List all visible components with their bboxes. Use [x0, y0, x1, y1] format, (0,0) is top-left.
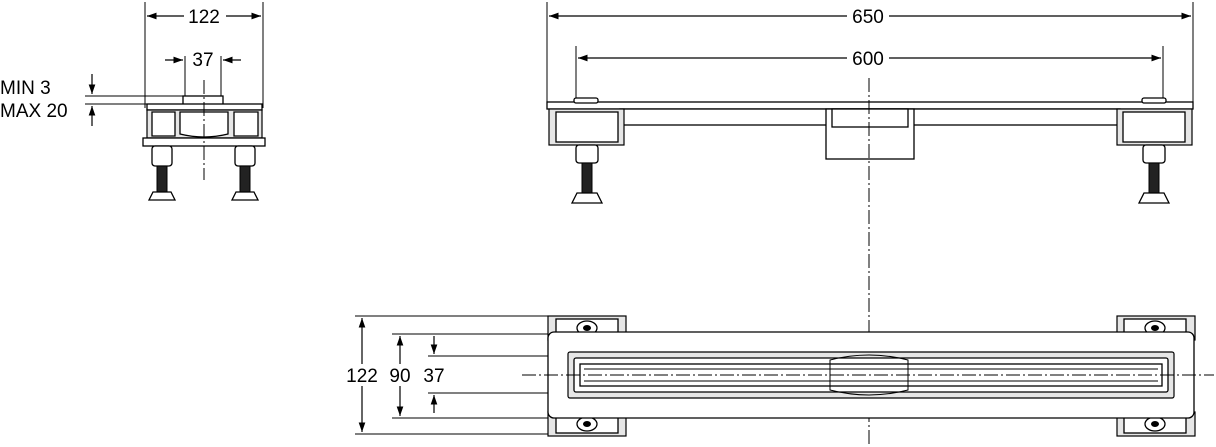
- side-view: 122 37 MIN 3 MAX 20: [0, 2, 266, 201]
- plan-width-label: 122: [346, 366, 378, 387]
- side-slot-label: 37: [192, 50, 213, 71]
- plan-view: 122 90 37: [340, 315, 1214, 437]
- side-width-label: 122: [188, 7, 220, 28]
- front-view: 650 600: [546, 2, 1194, 204]
- min-adjust-label: MIN 3: [0, 78, 51, 99]
- plan-mid-label: 90: [389, 366, 410, 387]
- front-inner-label: 600: [852, 49, 884, 70]
- max-adjust-label: MAX 20: [0, 101, 68, 122]
- front-total-label: 650: [852, 7, 884, 28]
- plan-slot-label: 37: [423, 366, 444, 387]
- front-top-plate: [546, 101, 1194, 110]
- plan-outlet-outline: [829, 354, 909, 396]
